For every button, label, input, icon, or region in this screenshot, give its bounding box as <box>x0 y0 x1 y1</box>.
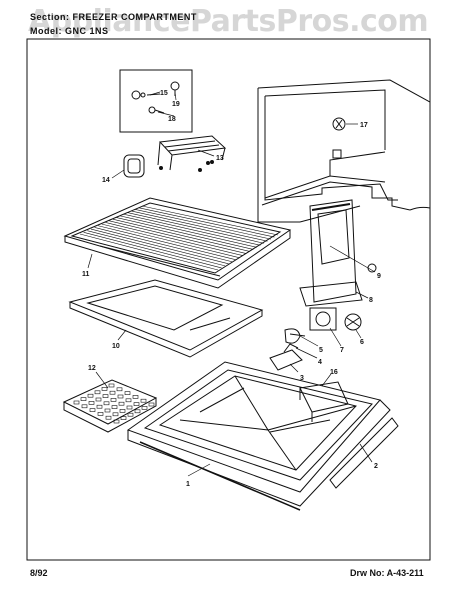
shelf-bar <box>87 230 226 267</box>
ice-cell <box>109 390 116 395</box>
ice-cell <box>119 409 126 413</box>
part-12-ice-cells <box>73 383 155 424</box>
callout-5: 5 <box>319 347 323 354</box>
part-8-fan-shroud <box>299 199 363 307</box>
freezer-cabinet <box>257 79 431 223</box>
callout-4: 4 <box>318 359 322 366</box>
hardware-inset <box>119 69 193 133</box>
callout-8: 8 <box>369 297 373 304</box>
callout-18: 18 <box>168 116 176 123</box>
part-10-panel <box>68 279 264 358</box>
shelf-bar <box>79 233 219 271</box>
ice-cell <box>140 398 147 403</box>
callout-15: 15 <box>160 90 168 97</box>
leader-lines <box>87 91 376 477</box>
drawing-number: Drw No: A-43-211 <box>350 568 424 578</box>
ice-cell <box>102 394 109 398</box>
shelf-bar <box>94 227 233 263</box>
callout-16: 16 <box>330 369 338 376</box>
ice-cell <box>111 405 118 409</box>
callout-19: 19 <box>172 101 180 108</box>
shelf-bar <box>141 205 279 236</box>
shelf-bar <box>112 218 250 252</box>
ice-cell <box>126 405 133 410</box>
ice-cell <box>112 412 119 417</box>
shelf-bar <box>105 222 243 256</box>
ice-cell <box>103 401 110 406</box>
shelf-bar <box>109 220 247 254</box>
ice-cell <box>94 390 101 395</box>
callout-labels: 1 2 3 4 5 6 7 8 9 10 11 12 13 14 15 16 1… <box>82 90 381 488</box>
ice-cell <box>96 404 103 409</box>
callout-6: 6 <box>360 339 364 346</box>
part-14-light <box>123 154 145 178</box>
shelf-bar <box>123 213 261 246</box>
section-title: Section: FREEZER COMPARTMENT <box>30 12 197 22</box>
ice-cell <box>87 393 94 398</box>
ice-cell <box>117 394 124 399</box>
callout-12: 12 <box>88 365 96 372</box>
ice-cell <box>108 383 115 388</box>
shelf-bar <box>127 212 264 244</box>
shelf-bar <box>116 217 254 250</box>
ice-cell <box>113 419 120 424</box>
shelf-bar <box>83 232 222 269</box>
ice-cell <box>125 398 132 403</box>
part-12-ice-tray <box>62 379 158 433</box>
shelf-bar <box>120 215 257 248</box>
part-1-freezer-floor <box>126 361 399 511</box>
callout-7: 7 <box>340 347 344 354</box>
revision-date: 8/92 <box>30 568 48 578</box>
ice-cell <box>118 401 125 406</box>
ice-cell <box>141 406 148 410</box>
ice-cell <box>127 412 134 417</box>
ice-cell <box>116 387 123 392</box>
ice-cell <box>120 416 127 420</box>
callout-17: 17 <box>360 122 368 129</box>
callout-9: 9 <box>377 273 381 280</box>
ice-cell <box>148 402 155 407</box>
part-11-shelf <box>63 197 292 289</box>
callout-3: 3 <box>300 375 304 382</box>
ice-cell <box>88 401 95 405</box>
shelf-bar <box>98 225 236 260</box>
ice-cell <box>134 409 141 414</box>
callout-10: 10 <box>112 343 120 350</box>
watermark: AppliancePartsPros.com <box>28 4 429 39</box>
ice-cell <box>132 395 139 399</box>
part-11-shelf-bars <box>79 205 279 271</box>
part-13-bracket <box>157 135 227 172</box>
callout-13: 13 <box>216 155 224 162</box>
ice-cell <box>110 398 117 402</box>
ice-cell <box>105 415 112 420</box>
shelf-bar <box>101 223 240 258</box>
model-title: Model: GNC 1NS <box>30 26 109 36</box>
callout-1: 1 <box>186 481 190 488</box>
ice-cell <box>73 400 80 405</box>
callout-14: 14 <box>102 177 110 184</box>
ice-cell <box>97 412 104 416</box>
part-16-liner <box>299 381 349 413</box>
ice-cell <box>124 391 131 395</box>
fan-motor-assembly <box>269 263 377 371</box>
shelf-bar <box>130 210 268 242</box>
callout-2: 2 <box>374 463 378 470</box>
shelf-bar <box>90 228 229 265</box>
ice-cell <box>81 404 88 409</box>
ice-cell <box>89 408 96 412</box>
callout-11: 11 <box>82 271 90 278</box>
ice-cell <box>133 402 140 406</box>
ice-cell <box>80 397 87 401</box>
part-2-trim <box>329 417 399 489</box>
shelf-bar <box>134 209 272 240</box>
shelf-bar <box>138 207 275 238</box>
ice-cell <box>101 387 108 391</box>
ice-cell <box>95 397 102 402</box>
ice-cell <box>104 408 111 413</box>
